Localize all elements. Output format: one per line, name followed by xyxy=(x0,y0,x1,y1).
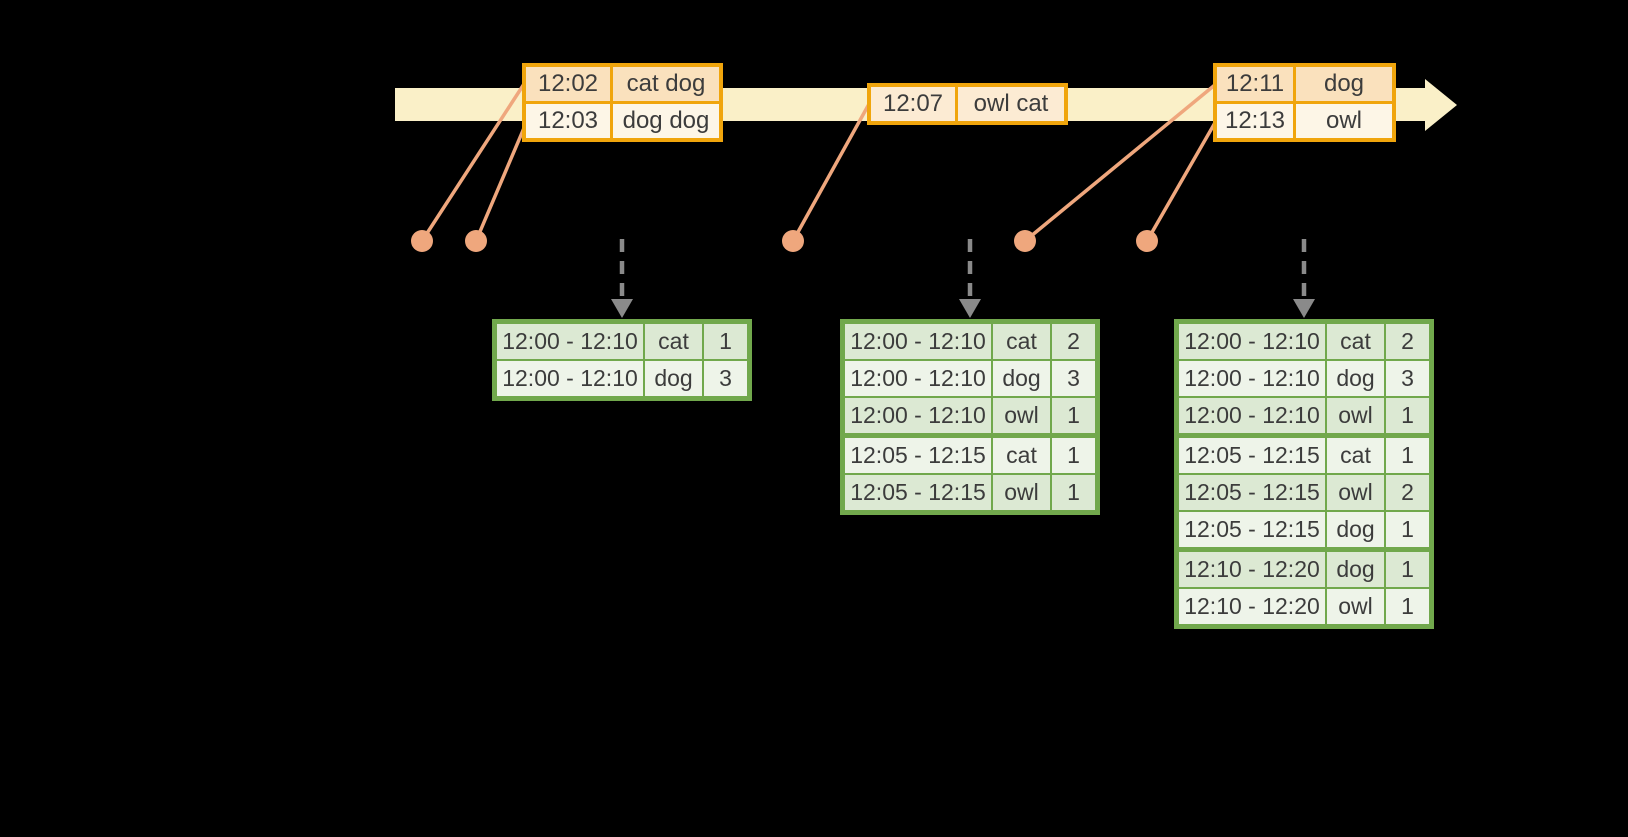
window-cell: 12:00 - 12:10 xyxy=(845,398,991,433)
window-cell: 12:10 - 12:20 xyxy=(1179,552,1325,587)
count-cell: 1 xyxy=(1386,398,1429,433)
word-cell: owl xyxy=(993,475,1050,510)
window-cell: 12:05 - 12:15 xyxy=(1179,475,1325,510)
word-cell: dog xyxy=(1327,512,1384,547)
word-cell: owl xyxy=(1327,475,1384,510)
word-cell: cat xyxy=(1327,438,1384,473)
window-cell: 12:00 - 12:10 xyxy=(497,324,643,359)
trigger-arrowhead xyxy=(611,299,633,318)
window-cell: 12:00 - 12:10 xyxy=(1179,361,1325,396)
trigger-arrowhead xyxy=(1293,299,1315,318)
count-cell: 1 xyxy=(1386,552,1429,587)
count-cell: 2 xyxy=(1386,324,1429,359)
event-words-cell: dog dog xyxy=(613,104,719,138)
trigger-arrowhead xyxy=(959,299,981,318)
word-cell: owl xyxy=(1327,589,1384,624)
count-cell: 1 xyxy=(1386,438,1429,473)
event-line xyxy=(791,103,871,242)
count-cell: 1 xyxy=(1052,475,1095,510)
count-cell: 1 xyxy=(1386,512,1429,547)
event-line xyxy=(474,120,529,242)
count-cell: 1 xyxy=(1052,438,1095,473)
event-time-cell: 12:02 xyxy=(526,67,610,101)
event-dot xyxy=(1014,230,1036,252)
window-cell: 12:05 - 12:15 xyxy=(1179,438,1325,473)
trigger-arrow-icon xyxy=(611,239,633,318)
count-cell: 2 xyxy=(1386,475,1429,510)
event-dot xyxy=(1136,230,1158,252)
event-time-cell: 12:13 xyxy=(1217,104,1293,138)
timeline-arrowhead-icon xyxy=(1425,79,1457,131)
window-cell: 12:10 - 12:20 xyxy=(1179,589,1325,624)
event-dot xyxy=(411,230,433,252)
event-dot xyxy=(465,230,487,252)
window-cell: 12:00 - 12:10 xyxy=(845,361,991,396)
word-cell: dog xyxy=(1327,552,1384,587)
event-words-cell: dog xyxy=(1296,67,1392,101)
word-cell: dog xyxy=(645,361,702,396)
count-cell: 3 xyxy=(1386,361,1429,396)
window-cell: 12:05 - 12:15 xyxy=(845,475,991,510)
event-line xyxy=(1145,120,1218,242)
count-cell: 3 xyxy=(704,361,747,396)
count-cell: 2 xyxy=(1052,324,1095,359)
count-cell: 1 xyxy=(704,324,747,359)
word-cell: owl xyxy=(1327,398,1384,433)
trigger-arrow-icon xyxy=(959,239,981,318)
event-words-cell: owl xyxy=(1296,104,1392,138)
event-line xyxy=(1023,82,1218,243)
trigger-arrow-icon xyxy=(1293,239,1315,318)
event-line xyxy=(420,83,526,242)
count-cell: 1 xyxy=(1386,589,1429,624)
word-cell: cat xyxy=(645,324,702,359)
event-words-cell: cat dog xyxy=(613,67,719,101)
event-dot xyxy=(782,230,804,252)
word-cell: cat xyxy=(1327,324,1384,359)
word-cell: owl xyxy=(993,398,1050,433)
event-time-cell: 12:07 xyxy=(871,87,955,121)
event-time-cell: 12:11 xyxy=(1217,67,1293,101)
event-words-cell: owl cat xyxy=(958,87,1064,121)
word-cell: dog xyxy=(993,361,1050,396)
word-cell: cat xyxy=(993,324,1050,359)
window-cell: 12:00 - 12:10 xyxy=(1179,324,1325,359)
window-cell: 12:00 - 12:10 xyxy=(1179,398,1325,433)
count-cell: 3 xyxy=(1052,361,1095,396)
count-cell: 1 xyxy=(1052,398,1095,433)
window-cell: 12:00 - 12:10 xyxy=(497,361,643,396)
window-cell: 12:05 - 12:15 xyxy=(845,438,991,473)
word-cell: cat xyxy=(993,438,1050,473)
window-cell: 12:00 - 12:10 xyxy=(845,324,991,359)
window-cell: 12:05 - 12:15 xyxy=(1179,512,1325,547)
word-cell: dog xyxy=(1327,361,1384,396)
event-time-cell: 12:03 xyxy=(526,104,610,138)
